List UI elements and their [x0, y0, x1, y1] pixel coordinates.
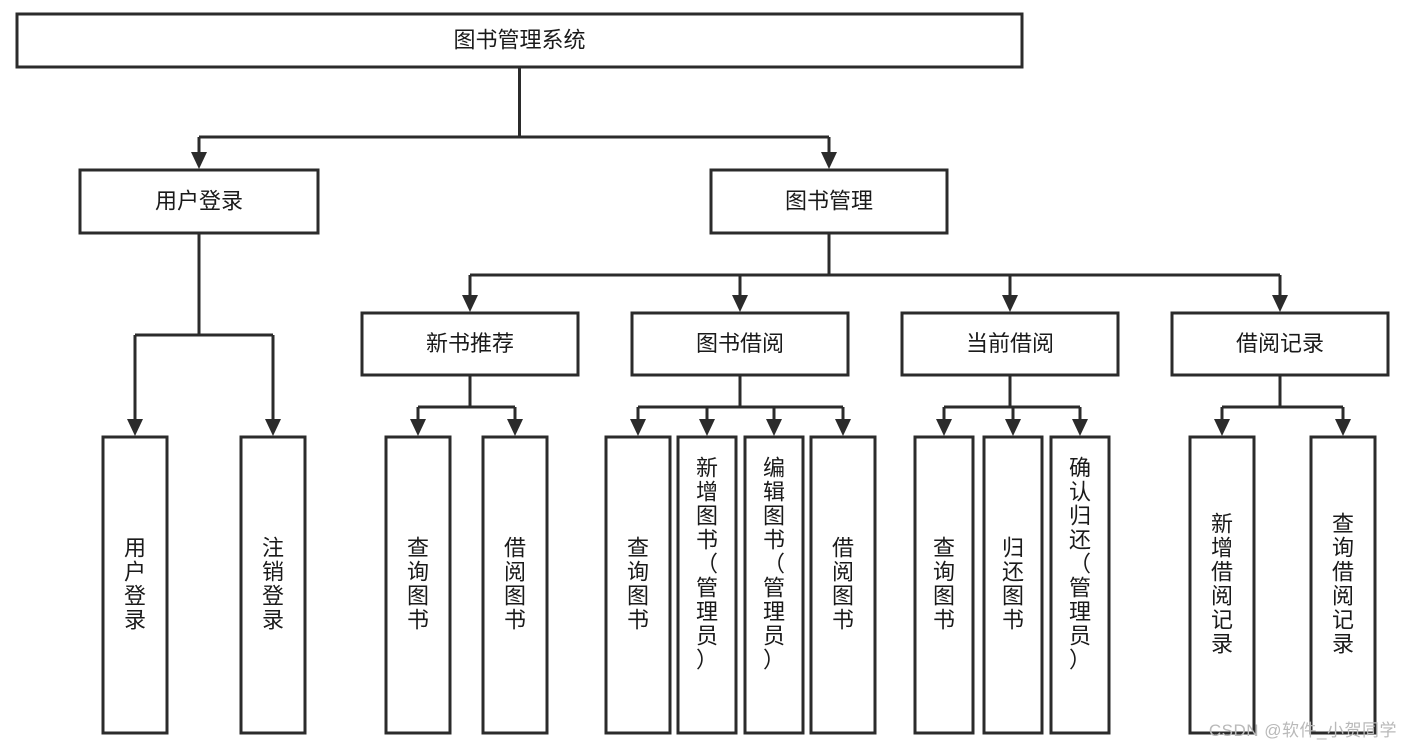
node-label-leaf-query-book-rec: 查询图书	[407, 536, 429, 633]
node-box-leaf-user-login	[101, 435, 169, 735]
node-label-leaf-return-book: 归还图书	[1002, 536, 1024, 633]
node-box-leaf-borrow-book-rec	[481, 435, 549, 735]
arrow-head-icon	[699, 419, 715, 436]
node-box-book-borrow	[630, 311, 850, 377]
node-label-root: 图书管理系统	[453, 27, 585, 52]
arrow-head-icon	[936, 419, 952, 436]
node-box-root	[15, 12, 1024, 69]
node-box-leaf-borrow-book-borrow	[809, 435, 877, 735]
node-label-leaf-user-login: 用户登录	[124, 536, 146, 633]
node-box-new-book-recommend	[360, 311, 580, 377]
node-root[interactable]: 图书管理系统	[15, 12, 1024, 69]
node-box-leaf-add-borrow-record	[1188, 435, 1256, 735]
node-label-book-borrow: 图书借阅	[696, 331, 784, 356]
node-box-book-manage	[709, 168, 949, 235]
csdn-watermark: CSDN @软件_小贺同学	[1208, 721, 1397, 740]
node-label-leaf-borrow-book-rec: 借阅图书	[504, 536, 526, 633]
node-new-book-recommend[interactable]: 新书推荐	[360, 311, 580, 377]
node-label-leaf-borrow-book-borrow: 借阅图书	[832, 536, 854, 633]
node-book-manage[interactable]: 图书管理	[709, 168, 949, 235]
node-leaf-query-borrow-record[interactable]: 查询借阅记录	[1309, 435, 1377, 735]
node-label-new-book-recommend: 新书推荐	[426, 331, 514, 356]
arrow-head-icon	[1005, 419, 1021, 436]
node-label-leaf-add-book-admin: 新增图书（管理员）	[696, 456, 718, 673]
node-box-leaf-query-book-rec	[384, 435, 452, 735]
node-box-leaf-logout-login	[239, 435, 307, 735]
node-box-user-login	[78, 168, 320, 235]
node-leaf-return-book[interactable]: 归还图书	[982, 435, 1044, 735]
node-label-leaf-query-borrow-record: 查询借阅记录	[1332, 512, 1354, 657]
diagram-nodes: 图书管理系统用户登录图书管理新书推荐图书借阅当前借阅借阅记录用户登录注销登录查询…	[15, 12, 1390, 735]
node-box-leaf-return-book	[982, 435, 1044, 735]
arrow-head-icon	[1335, 419, 1351, 436]
arrow-head-icon	[1072, 419, 1088, 436]
node-label-user-login: 用户登录	[155, 188, 243, 213]
node-label-leaf-logout-login: 注销登录	[262, 536, 284, 633]
node-book-borrow[interactable]: 图书借阅	[630, 311, 850, 377]
node-box-leaf-add-book-admin	[676, 435, 738, 735]
arrow-head-icon	[766, 419, 782, 436]
node-label-leaf-edit-book-admin: 编辑图书（管理员）	[763, 456, 785, 673]
node-leaf-borrow-book-rec[interactable]: 借阅图书	[481, 435, 549, 735]
arrow-head-icon	[191, 152, 207, 169]
node-leaf-query-book-current[interactable]: 查询图书	[913, 435, 975, 735]
node-box-borrow-record	[1170, 311, 1390, 377]
node-leaf-add-borrow-record[interactable]: 新增借阅记录	[1188, 435, 1256, 735]
arrow-head-icon	[410, 419, 426, 436]
arrow-head-icon	[462, 295, 478, 312]
node-leaf-confirm-return-admin[interactable]: 确认归还（管理员）	[1049, 435, 1111, 735]
arrow-head-icon	[507, 419, 523, 436]
arrow-head-icon	[1002, 295, 1018, 312]
node-box-leaf-query-borrow-record	[1309, 435, 1377, 735]
node-box-leaf-edit-book-admin	[743, 435, 805, 735]
node-box-leaf-query-book-borrow	[604, 435, 672, 735]
arrow-head-icon	[835, 419, 851, 436]
node-current-borrow[interactable]: 当前借阅	[900, 311, 1120, 377]
node-leaf-user-login[interactable]: 用户登录	[101, 435, 169, 735]
node-box-leaf-query-book-current	[913, 435, 975, 735]
node-box-current-borrow	[900, 311, 1120, 377]
node-user-login[interactable]: 用户登录	[78, 168, 320, 235]
arrow-head-icon	[630, 419, 646, 436]
node-label-leaf-add-borrow-record: 新增借阅记录	[1211, 512, 1233, 657]
node-box-leaf-confirm-return-admin	[1049, 435, 1111, 735]
node-label-leaf-query-book-current: 查询图书	[933, 536, 955, 633]
node-leaf-query-book-borrow[interactable]: 查询图书	[604, 435, 672, 735]
node-leaf-add-book-admin[interactable]: 新增图书（管理员）	[676, 435, 738, 735]
node-leaf-query-book-rec[interactable]: 查询图书	[384, 435, 452, 735]
arrow-head-icon	[127, 419, 143, 436]
node-label-book-manage: 图书管理	[785, 188, 873, 213]
node-leaf-logout-login[interactable]: 注销登录	[239, 435, 307, 735]
arrow-head-icon	[821, 152, 837, 169]
node-label-leaf-confirm-return-admin: 确认归还（管理员）	[1069, 456, 1091, 673]
arrow-head-icon	[265, 419, 281, 436]
arrow-head-icon	[1272, 295, 1288, 312]
connector-edges	[127, 67, 1351, 436]
node-leaf-borrow-book-borrow[interactable]: 借阅图书	[809, 435, 877, 735]
node-label-current-borrow: 当前借阅	[966, 331, 1054, 356]
arrow-head-icon	[1214, 419, 1230, 436]
node-borrow-record[interactable]: 借阅记录	[1170, 311, 1390, 377]
arrow-head-icon	[732, 295, 748, 312]
node-leaf-edit-book-admin[interactable]: 编辑图书（管理员）	[743, 435, 805, 735]
node-label-leaf-query-book-borrow: 查询图书	[627, 536, 649, 633]
node-label-borrow-record: 借阅记录	[1236, 331, 1324, 356]
